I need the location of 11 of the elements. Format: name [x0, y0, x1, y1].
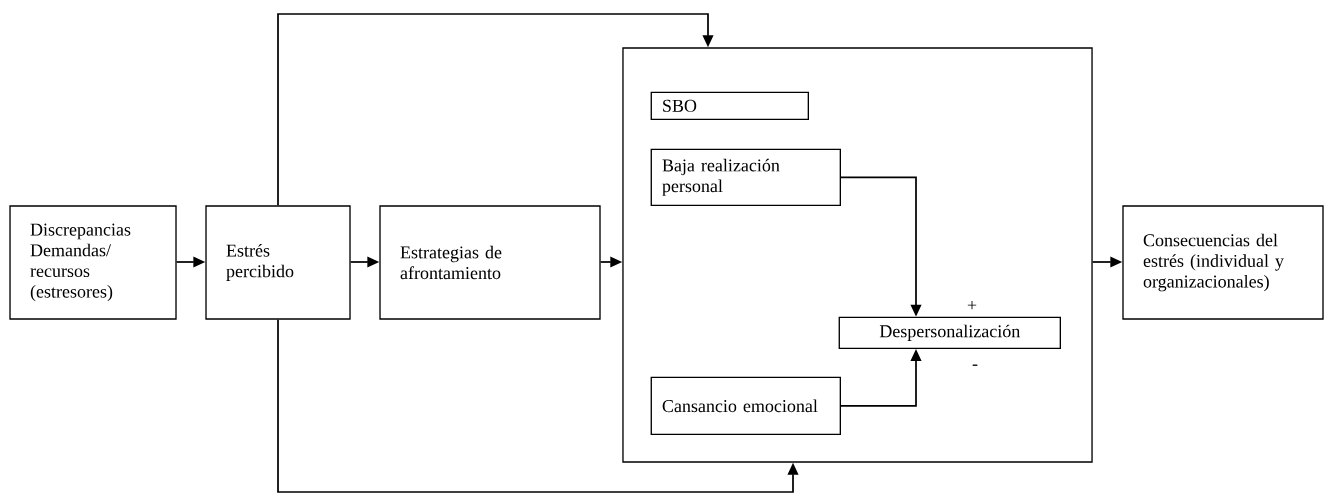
process-box: SBO [650, 91, 809, 120]
process-box: Cansancio emocional [650, 376, 841, 436]
group-box [622, 47, 1093, 463]
process-box: Discrepancias Demandas/ recursos (estresores) [9, 205, 177, 320]
process-box: Despersonalización [838, 316, 1061, 349]
process-box: Estrategias de afrontamiento [379, 205, 601, 320]
process-box: Baja realización personal [650, 148, 841, 206]
arrow [277, 318, 799, 493]
process-box: Consecuencias del estrés (individual y organizacionales) [1122, 205, 1324, 320]
arrow [277, 13, 714, 207]
process-box: Estrés percibido [205, 205, 351, 320]
